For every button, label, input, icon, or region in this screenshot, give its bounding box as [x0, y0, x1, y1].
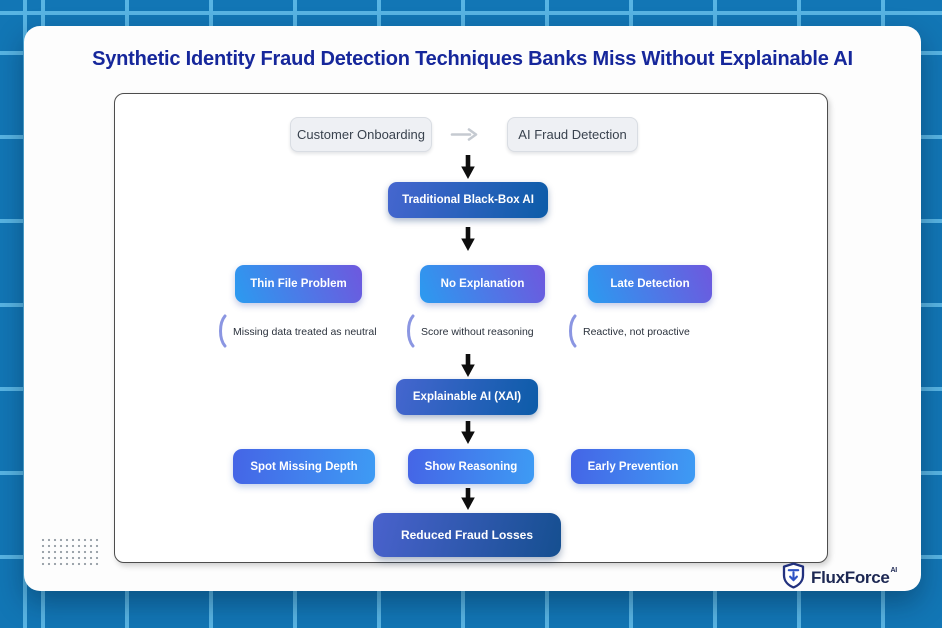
- node-early-prevention: Early Prevention: [571, 449, 695, 484]
- node-spot-missing-depth: Spot Missing Depth: [233, 449, 375, 484]
- caption-text: Reactive, not proactive: [583, 326, 690, 338]
- page-title: Synthetic Identity Fraud Detection Techn…: [92, 48, 853, 70]
- arrow-right-icon: [449, 127, 479, 147]
- dot-grid: [40, 537, 99, 566]
- node-reduced-fraud-losses: Reduced Fraud Losses: [373, 513, 561, 557]
- bracket-icon: [566, 314, 578, 351]
- node-customer-onboarding: Customer Onboarding: [290, 117, 432, 152]
- caption-thin-file: Missing data treated as neutral: [216, 314, 377, 351]
- node-thin-file-problem: Thin File Problem: [235, 265, 362, 303]
- arrow-down-icon: [458, 353, 478, 383]
- shield-icon: [781, 562, 806, 594]
- caption-text: Missing data treated as neutral: [233, 326, 377, 338]
- arrow-down-icon: [458, 154, 478, 185]
- caption-text: Score without reasoning: [421, 326, 534, 338]
- arrow-down-icon: [458, 420, 478, 450]
- caption-late-detection: Reactive, not proactive: [566, 314, 690, 351]
- fluxforce-logo: FluxForceAI: [781, 562, 898, 594]
- bracket-icon: [404, 314, 416, 351]
- arrow-down-icon: [458, 226, 478, 257]
- caption-no-explanation: Score without reasoning: [404, 314, 534, 351]
- node-late-detection: Late Detection: [588, 265, 712, 303]
- arrow-down-icon: [458, 487, 478, 516]
- node-ai-fraud-detection: AI Fraud Detection: [507, 117, 638, 152]
- node-show-reasoning: Show Reasoning: [408, 449, 534, 484]
- bracket-icon: [216, 314, 228, 351]
- node-traditional-black-box-ai: Traditional Black-Box AI: [388, 182, 548, 218]
- node-explainable-ai-xai: Explainable AI (XAI): [396, 379, 538, 415]
- logo-superscript: AI: [890, 567, 898, 574]
- infographic-card: Synthetic Identity Fraud Detection Techn…: [24, 26, 921, 591]
- node-no-explanation: No Explanation: [420, 265, 545, 303]
- logo-wordmark: FluxForceAI: [811, 567, 898, 587]
